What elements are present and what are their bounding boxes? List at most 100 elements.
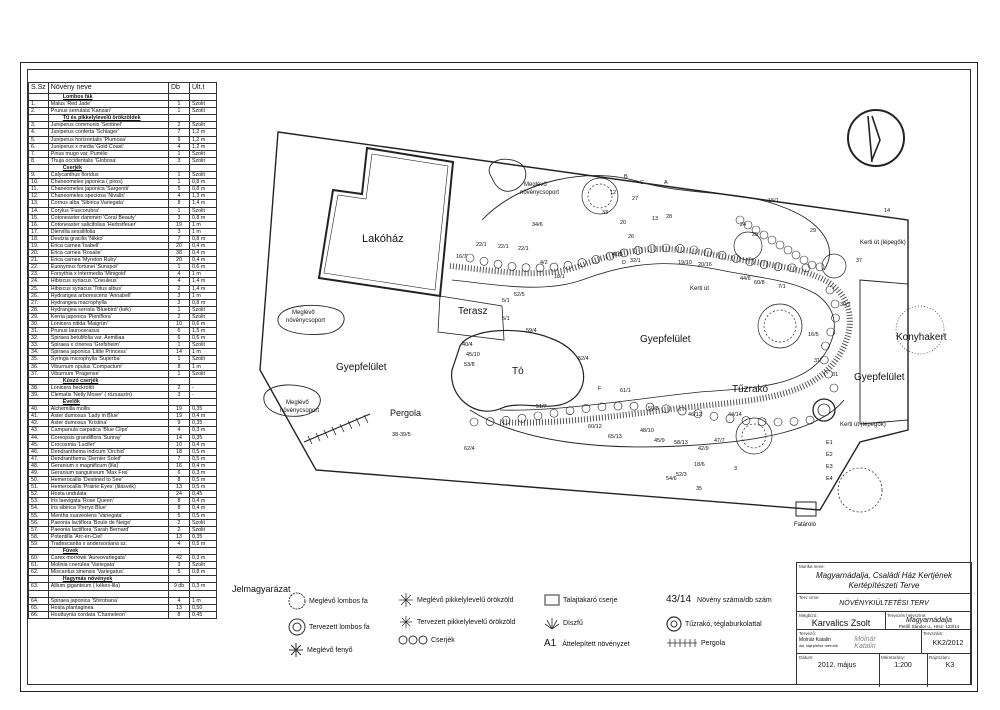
plant-count: 4 — [168, 277, 190, 286]
tb-client: Megbízó: Karvalics Zsolt Tervezés helysz… — [797, 611, 971, 630]
plant-number: 57. — [28, 525, 49, 534]
category-name: Hagymás növények — [47, 575, 170, 584]
plant-count: 5 — [168, 511, 190, 520]
plant-spacing: 0,3 m — [189, 582, 217, 591]
plant-number: 51. — [28, 483, 49, 492]
plant-number: 62. — [28, 568, 49, 577]
plant-code-label: E2 — [826, 452, 833, 458]
plant-code-label: 58/13 — [674, 440, 688, 446]
shrub-symbol — [517, 414, 527, 423]
plant-spacing: 1 m — [189, 270, 217, 279]
legend-planned-evergreen: Tervezett pikkelylevelű örökzöld — [398, 614, 515, 630]
plant-number: 11. — [28, 185, 49, 194]
plant-number: 59. — [28, 539, 49, 549]
plant-number: 10. — [28, 178, 49, 187]
tb-plan-title: Terv címe: NÖVÉNYKIÜLTETÉSI TERV — [797, 593, 971, 611]
plant-code-label: 4/2 — [540, 260, 548, 266]
plant-code-label: 46/12 — [688, 412, 702, 418]
plant-name: Paeonia lactiflora 'Sarah Bernard' — [47, 525, 170, 534]
legend-ground-cover: Talajtakaró cserje — [544, 594, 617, 606]
plant-code-label: 22/1 — [476, 242, 487, 248]
plant-spacing: 0,35 — [189, 532, 217, 541]
plant-spacing: 0,45 — [189, 610, 217, 619]
plant-number: 63. — [28, 582, 49, 591]
table-header-row: S.Sz Növény neve Db Ült.t — [28, 82, 217, 94]
shrub-symbol — [801, 263, 811, 273]
plant-code-label: 60/8 — [754, 280, 765, 286]
plant-name: Mentha suaveolens 'Variegata' — [47, 511, 170, 520]
plant-number: 47. — [28, 454, 49, 463]
plant-code-label: 35 — [696, 486, 702, 492]
plant-number: 44. — [28, 433, 49, 442]
plant-count: 1 — [168, 100, 190, 109]
plant-number: 40. — [28, 405, 49, 414]
shrub-symbol — [767, 235, 777, 245]
plant-name: Miscantus sinensis 'Variegatus' — [47, 568, 170, 577]
shrub-symbol — [759, 230, 769, 240]
plant-number: 6. — [28, 142, 49, 151]
shrub-symbol — [807, 260, 817, 270]
label-kitchen: Konyhakert — [896, 332, 947, 343]
plant-spacing: 0,4 m — [189, 440, 217, 449]
grass-icon — [544, 618, 560, 630]
plant-count: 3 — [168, 390, 190, 400]
plant-code-label: 20/16 — [698, 262, 712, 268]
plant-number: 61. — [28, 561, 49, 570]
plant-name: Iris laevigata 'Rose Queen' — [47, 497, 170, 506]
plant-name: Forsythia x intermedia 'Minigold' — [47, 270, 170, 279]
plant-code-label: 25 — [752, 232, 758, 238]
plant-number: 29. — [28, 312, 49, 322]
legend-pergola: Pergola — [666, 638, 725, 648]
existing-group-2 — [277, 304, 345, 335]
plant-name: Hydrangea macrophylla — [47, 298, 170, 307]
plant-number: 64. — [28, 596, 49, 605]
plant-code-label: 31 — [832, 372, 838, 378]
label-lawn-right: Gyepfelület — [854, 372, 905, 383]
plant-spacing: 0,5 m — [189, 483, 217, 492]
plant-number: 53. — [28, 497, 49, 506]
kitchen-garden — [859, 279, 909, 425]
plant-name: Hibiscus syriacus 'Totus albus' — [47, 284, 170, 293]
plant-number: 1. — [28, 100, 49, 109]
plant-spacing: 0,3 m — [189, 426, 217, 435]
plant-number — [28, 589, 49, 598]
shrub-symbol — [805, 415, 815, 425]
shrub-symbol — [783, 245, 793, 255]
plant-spacing: Szolit — [189, 107, 217, 116]
plant-spacing: 0,5 m — [189, 454, 217, 463]
plant-count: 1 — [168, 107, 190, 116]
label-fire: Tűzrakó — [732, 384, 769, 395]
shrub-symbol — [549, 408, 559, 418]
header-number: S.Sz — [28, 82, 49, 94]
plant-code-label: 16/7 — [456, 254, 467, 260]
plant-spacing: 0,3 m — [189, 554, 217, 563]
shrub-symbol — [815, 262, 825, 272]
plant-name: Tradescantia x andersoniana sz. — [47, 539, 170, 549]
plot-boundary — [259, 131, 909, 511]
table-category-row: Tű és pikkelylevelű örökzöldek — [28, 114, 217, 123]
shrub-symbol — [829, 383, 839, 393]
plant-code-label: 41/6 — [612, 252, 623, 258]
label-group3b: növénycsoport — [280, 408, 319, 414]
plant-name: Hemerocallis 'Destined to See' — [47, 476, 170, 485]
plant-spacing: 0,8 m — [189, 213, 217, 222]
plant-name: Lonicera heckrottii — [47, 383, 170, 392]
plant-count: 13 — [168, 532, 190, 541]
garden-plan: Lakóház Terasz Tó Gyepfelület Gyepfelüle… — [259, 109, 947, 528]
plant-spacing: Szolit — [189, 100, 217, 109]
plant-spacing: 0,4 m — [189, 249, 217, 258]
plant-code-label: 28 — [666, 214, 672, 220]
shrub-symbol — [563, 260, 573, 270]
plant-count: 13 — [168, 603, 190, 612]
plant-name: Chaneomeles japonica 'Sargentii' — [47, 185, 170, 194]
plant-name: Geranium x magnificum (lila) — [47, 461, 170, 470]
shrub-symbol — [619, 248, 629, 258]
